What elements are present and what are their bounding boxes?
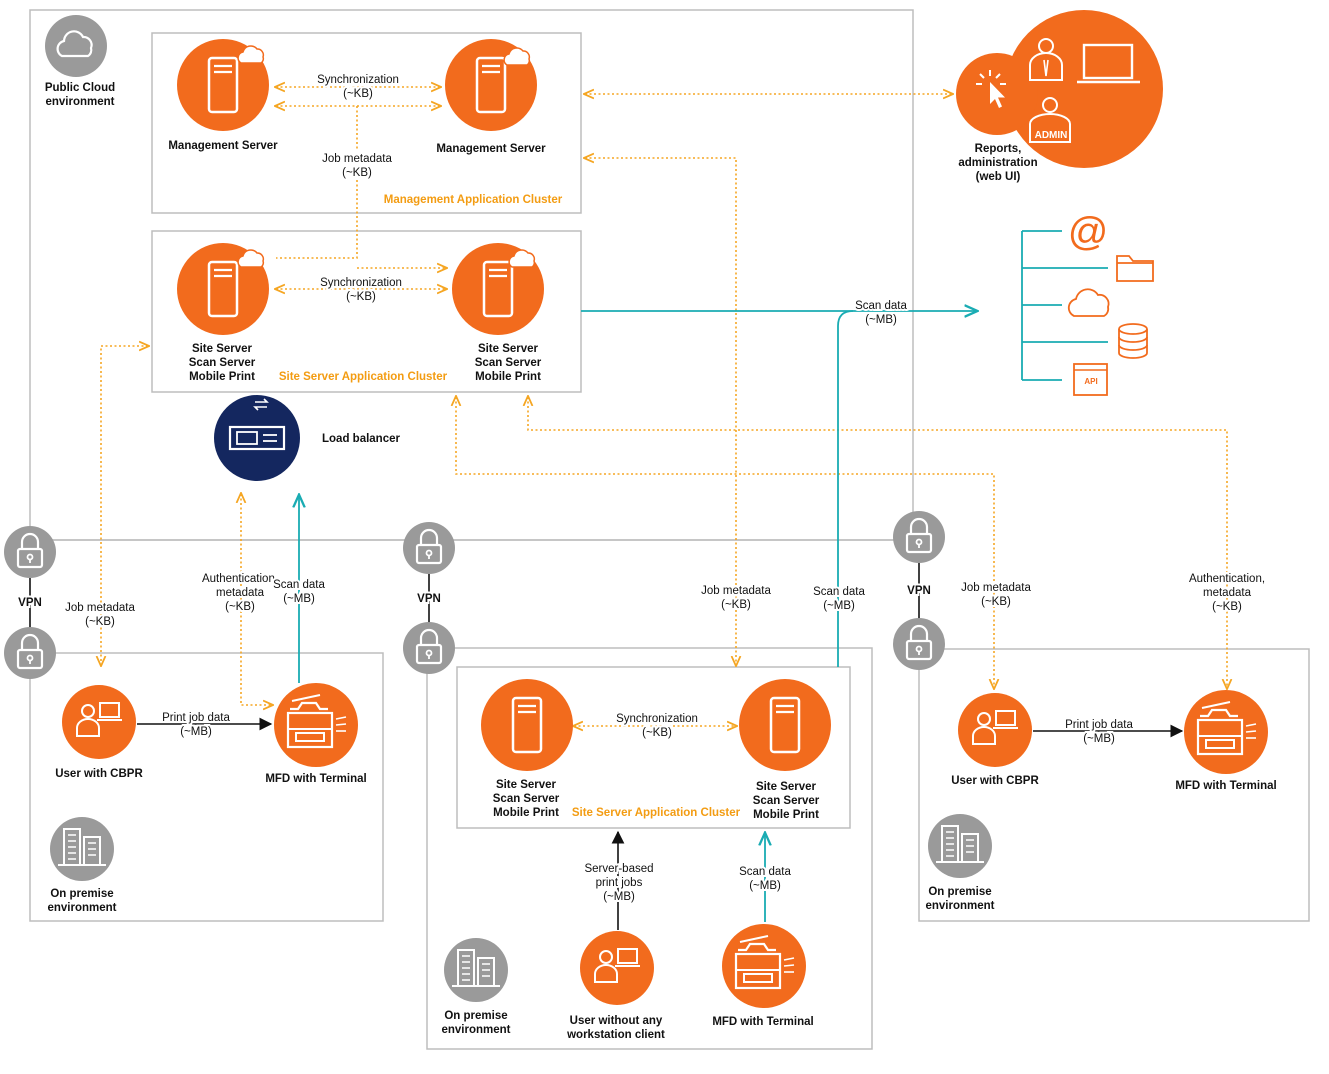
vpn-right-label: VPN [907,585,931,597]
reports-label: Reports,administration(web UI) [958,143,1037,183]
auth-right-label: Authentication,metadata(~KB) [1189,573,1265,613]
job-metadata-mgmt-label: Job metadata(~KB) [322,153,392,179]
sync-mgmt-label: Synchronization(~KB) [317,74,399,100]
site-server-1-icon [175,241,271,337]
api-badge: API [1084,377,1097,386]
user-center-icon [579,930,655,1006]
folder-icon [1116,255,1154,282]
management-server-1-icon [175,37,271,133]
building-icon [443,937,509,1003]
building-icon [927,813,993,879]
vpn-center-label: VPN [417,593,441,605]
scan-center-label: Scan data(~MB) [813,586,865,612]
mfd-left-icon [272,681,360,769]
lock-icon [401,520,457,576]
lock-icon [891,616,947,672]
job-metadata-right-label: Job metadata(~KB) [961,582,1031,608]
onprem-left-zone [29,652,384,922]
management-server-2-icon [443,37,539,133]
load-balancer-label: Load balancer [322,433,400,445]
job-metadata-center-label: Job metadata(~KB) [701,585,771,611]
mfd-right-label: MFD with Terminal [1175,780,1276,792]
job-metadata-left-label: Job metadata(~KB) [65,602,135,628]
load-balancer-icon [214,395,300,481]
sync-site-cloud-label: Synchronization(~KB) [320,277,402,303]
user-right-icon [957,692,1033,768]
print-right-label: Print job data(~MB) [1065,719,1133,745]
site-onprem-cluster-label: Site Server Application Cluster [572,807,741,819]
site-server-4-icon [737,677,833,773]
management-server-2-label: Management Server [436,143,546,155]
email-icon: @ [1068,210,1109,254]
mfd-right-icon [1182,688,1270,776]
scan-left-label: Scan data(~MB) [273,579,325,605]
api-icon [1073,363,1108,396]
lock-icon [2,625,58,681]
management-cluster-label: Management Application Cluster [384,194,563,206]
lock-icon [891,509,947,565]
site-cloud-cluster-label: Site Server Application Cluster [279,371,448,383]
mfd-center-icon [720,922,808,1010]
cloud-icon [45,15,107,77]
cloud-storage-icon [1067,288,1110,317]
sync-site-onprem-label: Synchronization(~KB) [616,713,698,739]
vpn-left-label: VPN [18,597,42,609]
svg-text:@: @ [1068,210,1109,254]
lock-icon [2,524,58,580]
user-left-icon [61,684,137,760]
auth-left-label: Authentication,metadata(~KB) [202,573,278,613]
mfd-left-label: MFD with Terminal [265,773,366,785]
management-server-1-label: Management Server [168,140,278,152]
site-server-3-icon [479,677,575,773]
mfd-center-label: MFD with Terminal [712,1016,813,1028]
lock-icon [401,620,457,676]
user-left-label: User with CBPR [55,768,143,780]
user-right-label: User with CBPR [951,775,1039,787]
scan-to-destinations-label: Scan data(~MB) [855,300,907,326]
print-left-label: Print job data(~MB) [162,712,230,738]
scan-center-up-label: Scan data(~MB) [739,866,791,892]
reports-admin-icon [956,10,1163,168]
site-server-2-icon [450,241,546,337]
admin-badge: ADMIN [1035,130,1068,141]
building-icon [49,816,115,882]
database-icon [1118,323,1148,359]
